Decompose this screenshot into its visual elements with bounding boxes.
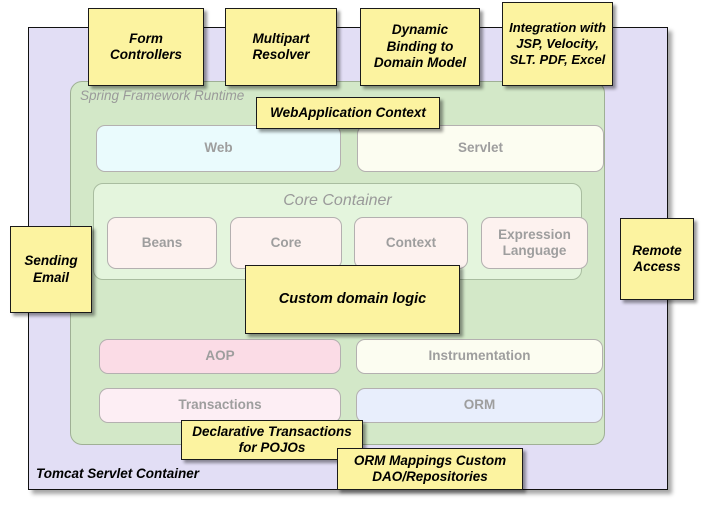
core-container-label: Core Container <box>283 192 392 209</box>
note-custom-domain-logic[interactable]: Custom domain logic <box>245 265 460 334</box>
note-webapplication-context[interactable]: WebApplication Context <box>256 97 440 129</box>
module-aop[interactable]: AOP <box>99 339 341 374</box>
module-orm-label: ORM <box>463 397 496 413</box>
note-sending-email[interactable]: Sending Email <box>10 226 92 313</box>
note-dynamic-binding[interactable]: Dynamic Binding to Domain Model <box>360 8 480 86</box>
note-custom-domain-logic-text: Custom domain logic <box>278 290 427 307</box>
module-expression-language[interactable]: Expression Language <box>481 217 588 269</box>
module-web[interactable]: Web <box>96 125 341 172</box>
module-transactions[interactable]: Transactions <box>99 388 341 423</box>
module-instrumentation[interactable]: Instrumentation <box>356 339 603 374</box>
note-sending-email-text: Sending Email <box>24 253 78 285</box>
module-beans[interactable]: Beans <box>107 217 217 269</box>
module-core[interactable]: Core <box>230 217 342 269</box>
note-declarative-transactions[interactable]: Declarative Transactions for POJOs <box>181 420 363 460</box>
note-form-controllers-text: Form Controllers <box>109 30 182 62</box>
module-web-label: Web <box>204 140 233 156</box>
module-servlet[interactable]: Servlet <box>357 125 604 172</box>
note-integration-text: Integration with JSP, Velocity, SLT. PDF… <box>509 20 606 67</box>
note-integration[interactable]: Integration with JSP, Velocity, SLT. PDF… <box>502 2 613 86</box>
note-multipart-resolver-text: Multipart Resolver <box>252 30 310 62</box>
note-declarative-transactions-text: Declarative Transactions for POJOs <box>192 423 352 455</box>
spring-framework-runtime-label: Spring Framework Runtime <box>80 88 245 103</box>
module-context-label: Context <box>385 234 437 250</box>
note-remote-access-text: Remote Access <box>632 242 682 274</box>
note-webapplication-context-text: WebApplication Context <box>270 104 426 120</box>
note-form-controllers[interactable]: Form Controllers <box>88 8 204 86</box>
module-beans-label: Beans <box>141 234 183 250</box>
note-orm-mappings-text: ORM Mappings Custom DAO/Repositories <box>353 452 507 484</box>
note-remote-access[interactable]: Remote Access <box>620 218 694 300</box>
module-aop-label: AOP <box>205 348 235 364</box>
module-transactions-label: Transactions <box>178 397 262 413</box>
module-core-label: Core <box>270 234 302 250</box>
module-orm[interactable]: ORM <box>356 388 603 423</box>
note-multipart-resolver[interactable]: Multipart Resolver <box>225 8 337 86</box>
note-dynamic-binding-text: Dynamic Binding to Domain Model <box>373 22 467 71</box>
module-servlet-label: Servlet <box>457 140 504 156</box>
note-orm-mappings[interactable]: ORM Mappings Custom DAO/Repositories <box>337 448 523 490</box>
tomcat-servlet-container-label: Tomcat Servlet Container <box>36 466 200 481</box>
module-context[interactable]: Context <box>354 217 468 269</box>
module-instrumentation-label: Instrumentation <box>428 348 531 364</box>
module-expression-language-label: Expression Language <box>498 226 571 258</box>
